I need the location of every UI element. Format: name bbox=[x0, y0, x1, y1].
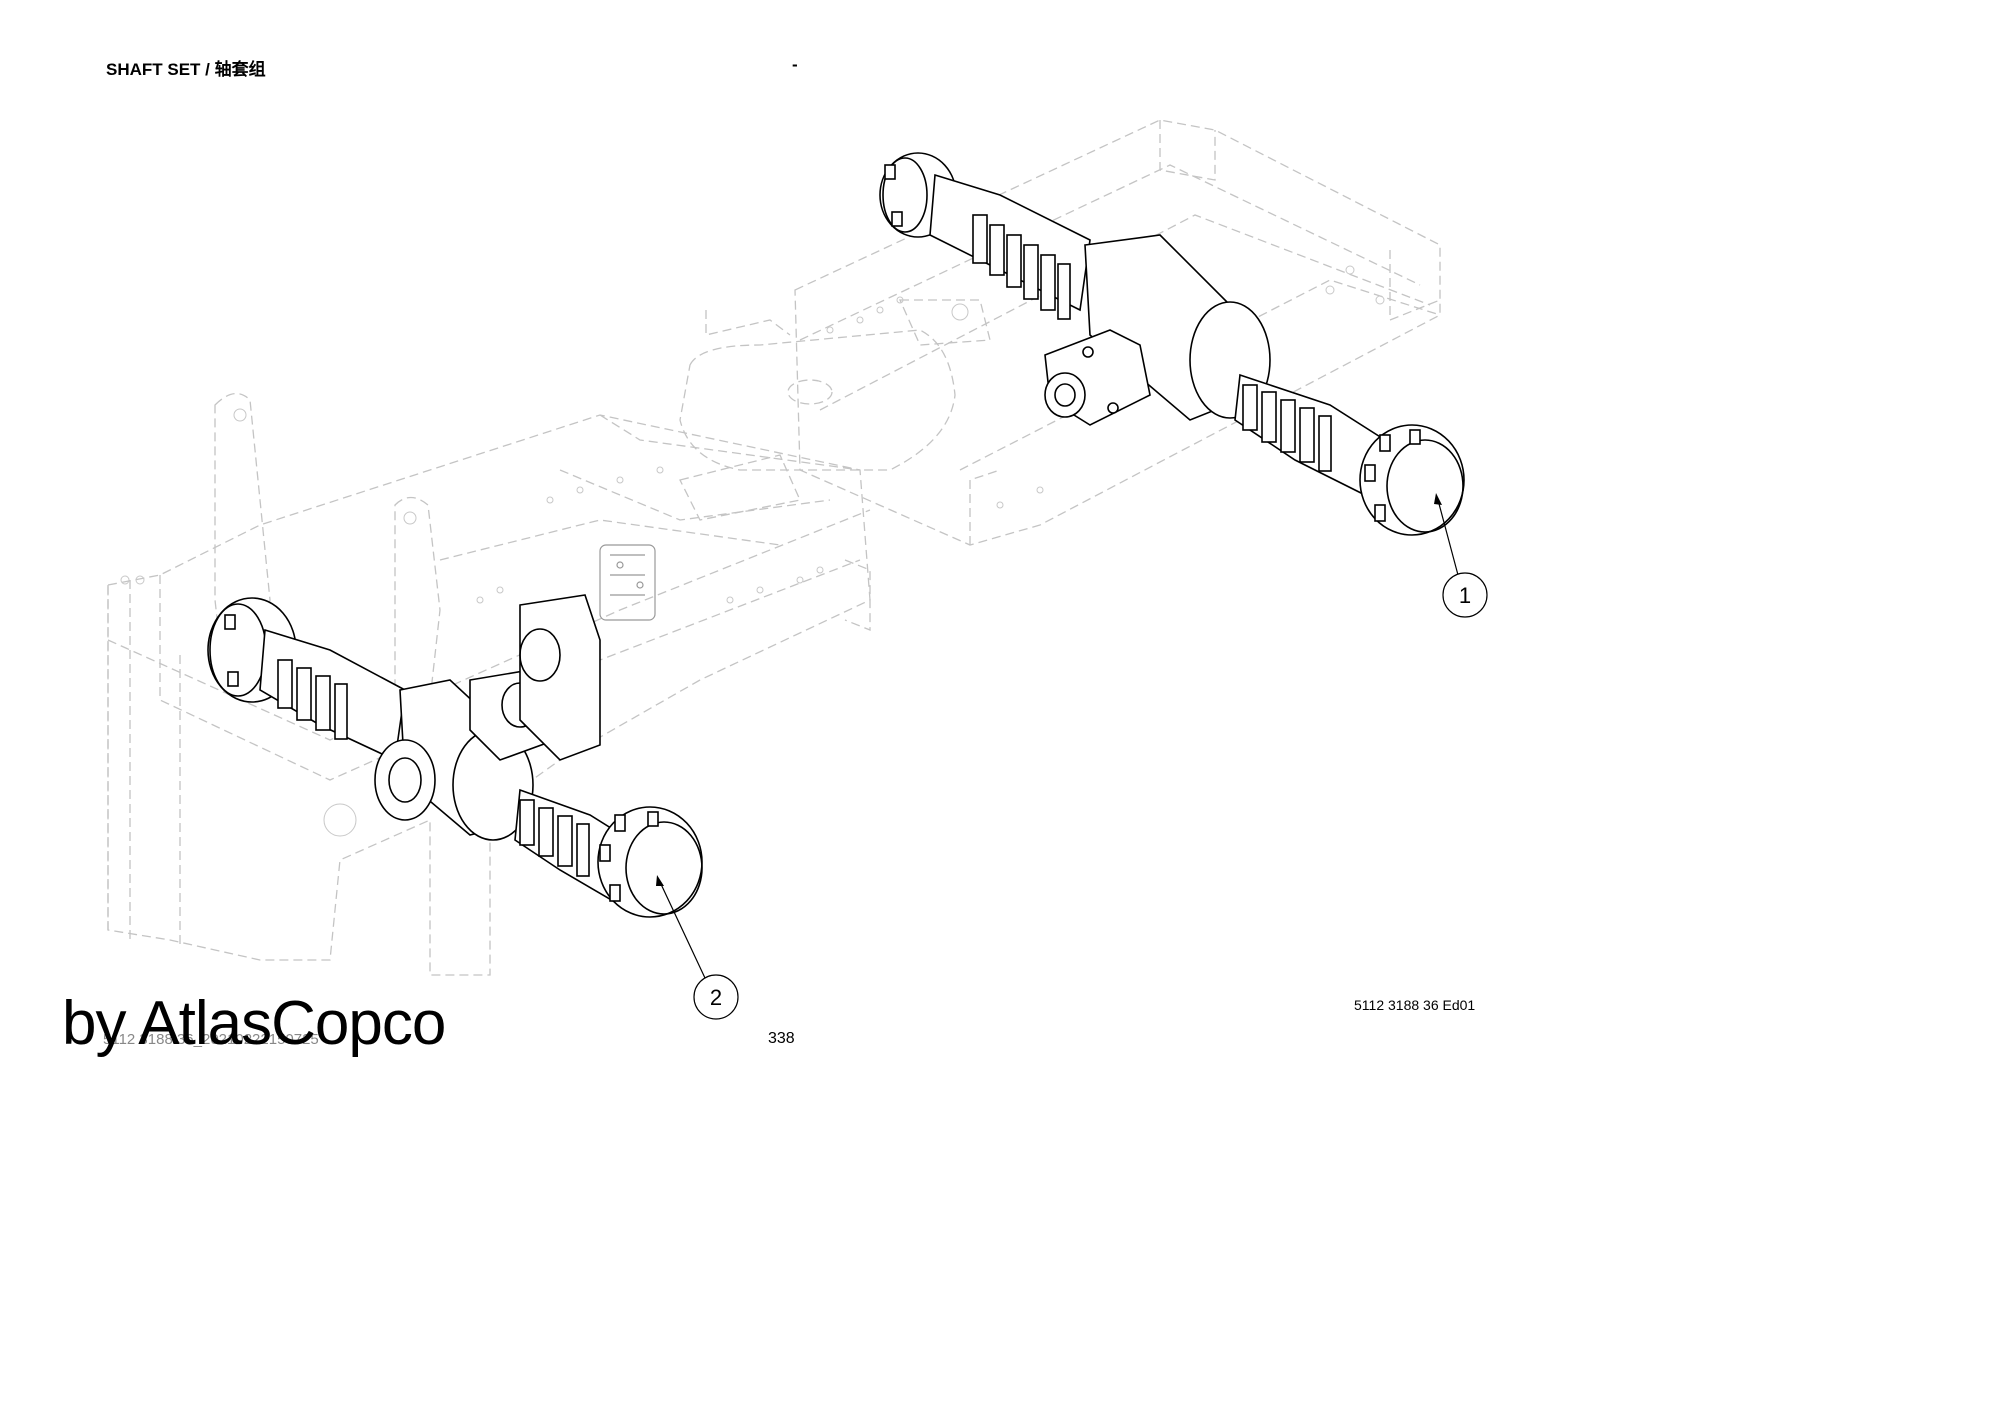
header-separator: - bbox=[792, 55, 798, 74]
file-name: 5112 3188 36_20210222150725 bbox=[103, 1031, 319, 1048]
vehicle-frame bbox=[107, 119, 1441, 976]
callout-2-label: 2 bbox=[710, 985, 722, 1010]
page-title: SHAFT SET / 轴套组 bbox=[106, 60, 266, 79]
hydraulic-motor bbox=[599, 544, 656, 621]
page-number: 338 bbox=[768, 1030, 795, 1047]
callout-1: 1 bbox=[1434, 493, 1488, 618]
frame-holes bbox=[120, 265, 1385, 837]
callout-1-label: 1 bbox=[1459, 583, 1471, 608]
front-axle bbox=[207, 594, 703, 918]
shaft-set-drawing: 1 2 bbox=[107, 119, 1488, 1020]
watermark: by AtlasCopco bbox=[62, 989, 446, 1058]
callout-2: 2 bbox=[656, 875, 739, 1020]
document-id: 5112 3188 36 Ed01 bbox=[1354, 997, 1476, 1013]
rear-axle bbox=[879, 152, 1465, 536]
